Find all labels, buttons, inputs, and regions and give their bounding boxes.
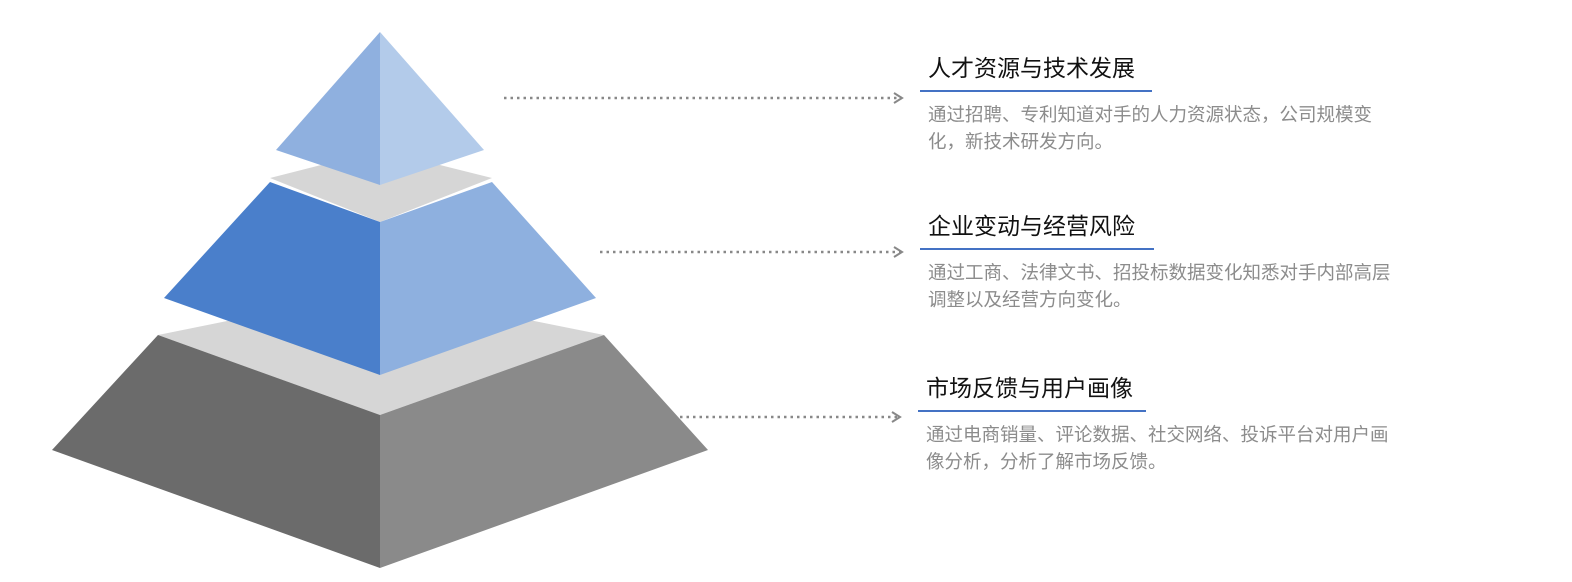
tier-1-block: 人才资源与技术发展 通过招聘、专利知道对手的人力资源状态，公司规模变 化，新技术… bbox=[920, 54, 1373, 156]
top-tier-right-face bbox=[380, 32, 484, 185]
tier-2-underline bbox=[920, 248, 1154, 250]
tier-3-title: 市场反馈与用户画像 bbox=[926, 376, 1133, 402]
base-tier-left-face bbox=[52, 335, 380, 568]
base-tier-right-face bbox=[380, 335, 708, 568]
tier-2-title: 企业变动与经营风险 bbox=[928, 214, 1135, 240]
gap-band-upper bbox=[270, 150, 492, 222]
tier-2-description: 通过工商、法律文书、招投标数据变化知悉对手内部高层 调整以及经营方向变化。 bbox=[928, 263, 1391, 311]
tier-1-title: 人才资源与技术发展 bbox=[928, 56, 1135, 82]
tier-3-block: 市场反馈与用户画像 通过电商销量、评论数据、社交网络、投诉平台对用户画 像分析，… bbox=[918, 374, 1389, 476]
middle-tier-right-face bbox=[380, 182, 596, 375]
tier-3-underline bbox=[918, 410, 1146, 412]
tier-2-block: 企业变动与经营风险 通过工商、法律文书、招投标数据变化知悉对手内部高层 调整以及… bbox=[920, 212, 1391, 314]
tier-3-description: 通过电商销量、评论数据、社交网络、投诉平台对用户画 像分析，分析了解市场反馈。 bbox=[926, 425, 1389, 473]
tier-1-description: 通过招聘、专利知道对手的人力资源状态，公司规模变 化，新技术研发方向。 bbox=[928, 105, 1373, 153]
top-tier-left-face bbox=[276, 32, 380, 185]
tier-1-underline bbox=[920, 90, 1152, 92]
middle-tier-left-face bbox=[164, 182, 380, 375]
